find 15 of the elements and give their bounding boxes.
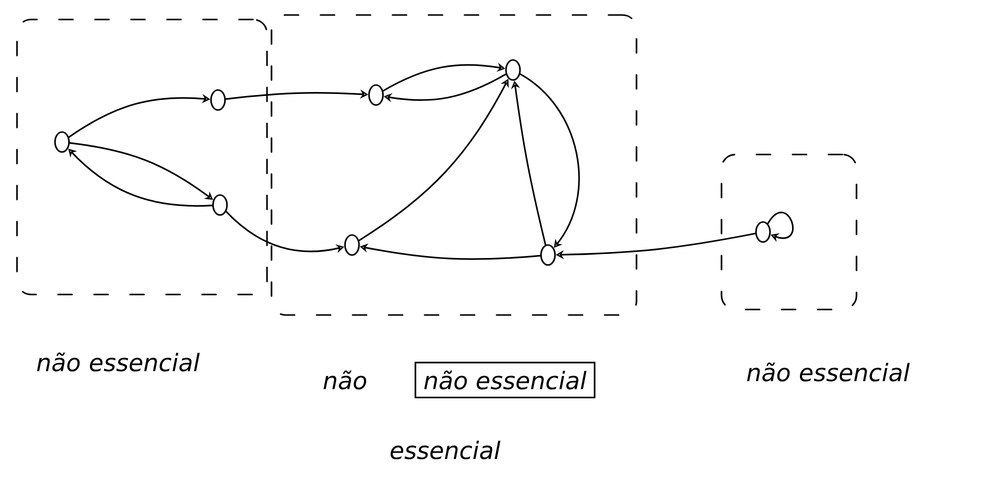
region-caption: essencial: [390, 440, 500, 460]
vertex: [368, 84, 384, 106]
region-caption: não essencial: [37, 352, 200, 372]
vertex: [210, 89, 226, 111]
vertex: [54, 131, 70, 153]
loop-arrow: [767, 212, 794, 242]
vertex: [755, 221, 771, 243]
vertex: [212, 194, 228, 216]
vertex: [540, 244, 556, 266]
vertex: [505, 59, 521, 81]
vertex: [344, 234, 360, 256]
arrow: [68, 148, 214, 207]
boxed-label: não essencial: [414, 362, 596, 398]
region-caption: não: [324, 370, 366, 390]
region-caption: não essencial: [747, 362, 910, 382]
